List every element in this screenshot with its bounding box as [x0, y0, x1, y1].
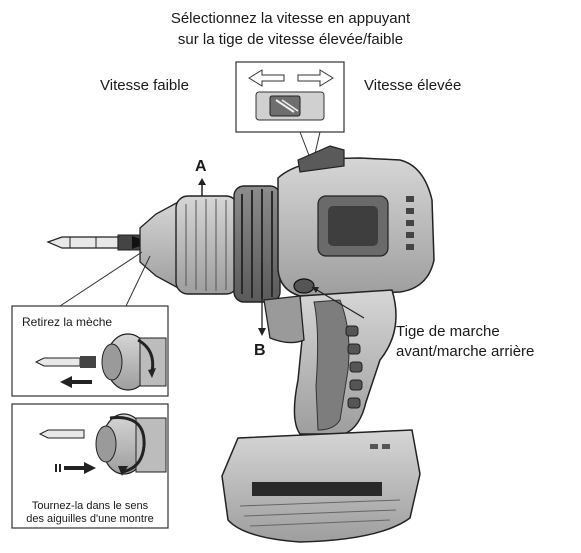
reverse-rod-leader — [311, 286, 365, 319]
inset-remove-bit — [11, 305, 169, 397]
pull-arrow-icon — [60, 376, 92, 388]
marker-a-arrow — [198, 178, 206, 196]
chuck-detail-icon — [101, 333, 167, 391]
left-arrow-icon — [248, 69, 285, 87]
inset-tighten-line-2: des aiguilles d'une montre — [26, 513, 154, 525]
inset-tighten-bit — [11, 403, 169, 529]
inset-remove-title: Retirez la mèche — [22, 315, 113, 329]
reverse-rod-label-line-1: Tige de marche — [396, 323, 500, 340]
chuck-rotate-icon — [95, 413, 167, 476]
speed-switch-icon — [255, 91, 325, 121]
reverse-rod-label-line-2: avant/marche arrière — [396, 343, 535, 360]
speed-high-label: Vitesse élevée — [364, 77, 462, 94]
speed-low-label: Vitesse faible — [100, 77, 189, 94]
drill-bit — [46, 234, 150, 251]
battery-pack — [221, 429, 421, 543]
drill-body — [46, 145, 435, 543]
marker-b-label: B — [254, 342, 266, 359]
inset-tighten-line-1: Tournez-la dans le sens — [31, 500, 149, 512]
instruction-line-2: sur la tige de vitesse élevée/faible — [177, 31, 404, 48]
push-arrow-icon — [55, 462, 96, 474]
right-arrow-icon — [297, 69, 334, 87]
marker-a-label: A — [195, 158, 207, 175]
marker-b-leader — [258, 262, 266, 336]
reverse-rod — [293, 278, 315, 294]
speed-selector-callout — [235, 61, 345, 159]
instruction-line-1: Sélectionnez la vitesse en appuyant — [170, 10, 411, 27]
